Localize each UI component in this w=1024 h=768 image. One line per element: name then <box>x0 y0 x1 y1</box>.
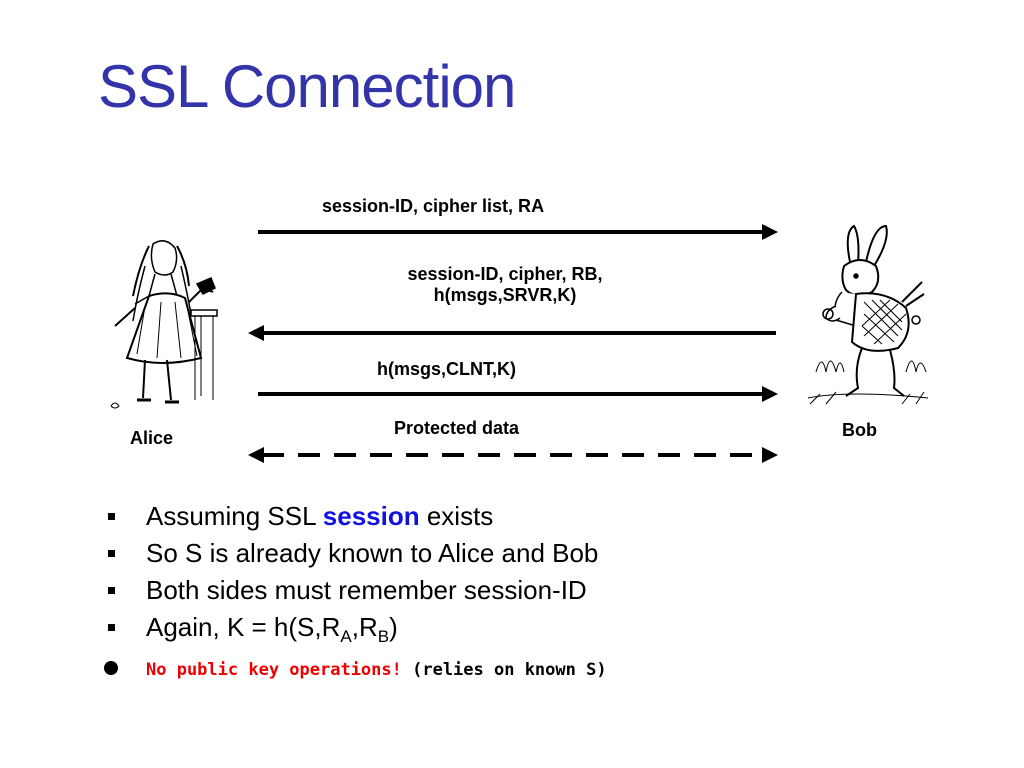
message-label-2-comma: , <box>597 264 603 284</box>
square-bullet-icon <box>108 624 115 631</box>
note-warning-text: No public key operations! <box>146 660 402 680</box>
bullet-1-text-start: Assuming SSL <box>146 501 323 531</box>
note-detail-text: (relies on known S) <box>401 660 607 680</box>
ssl-protocol-diagram: Alice Bob session-ID, cipher list, RA se… <box>110 196 929 463</box>
bullet-4-subscript-a: A <box>340 627 352 646</box>
bullet-item-note: No public key operations! (relies on kno… <box>100 652 980 689</box>
arrows-canvas <box>248 224 778 463</box>
bullet-1-text-end: exists <box>419 501 494 531</box>
message-arrow-1 <box>258 224 778 240</box>
message-label-1: session-ID, cipher list, RA <box>322 196 544 217</box>
rabbit-illustration <box>807 224 929 405</box>
message-label-2: session-ID, cipher, RB, h(msgs,SRVR,K) <box>380 264 630 306</box>
bullet-item-3: Both sides must remember session-ID <box>100 572 980 609</box>
message-label-1-subscript: A <box>531 196 545 216</box>
message-arrow-3 <box>258 386 778 402</box>
bullet-2-text: So S is already known to Alice and Bob <box>146 538 599 568</box>
message-label-3: h(msgs,CLNT,K) <box>377 359 516 379</box>
square-bullet-icon <box>108 587 115 594</box>
message-label-2-subscript: B <box>584 264 598 284</box>
bullet-item-4: Again, K = h(S,RA,RB) <box>100 609 980 646</box>
message-label-4: Protected data <box>394 418 520 438</box>
bullet-item-2: So S is already known to Alice and Bob <box>100 535 980 572</box>
bullet-4-text-start: Again, K = h(S,R <box>146 612 341 642</box>
alice-illustration <box>110 240 218 409</box>
square-bullet-icon <box>108 513 115 520</box>
actor-label-alice: Alice <box>130 428 174 448</box>
message-arrow-4 <box>248 447 778 463</box>
bullet-1-keyword: session <box>322 501 420 531</box>
square-bullet-icon <box>108 550 115 557</box>
bullet-list: Assuming SSL session exists So S is alre… <box>100 498 980 689</box>
message-label-2-text: session-ID, cipher, R <box>407 264 585 284</box>
bullet-3-text: Both sides must remember session-ID <box>146 575 587 605</box>
slide-title: SSL Connection <box>98 53 516 120</box>
bullet-4-text-end: ) <box>389 612 398 642</box>
message-label-2-line2: h(msgs,SRVR,K) <box>433 285 577 305</box>
bullet-item-1: Assuming SSL session exists <box>100 498 980 535</box>
round-bullet-icon <box>104 661 118 675</box>
bullet-4-subscript-b: B <box>377 627 390 646</box>
message-label-1-text: session-ID, cipher list, R <box>322 196 532 216</box>
bullet-4-text-mid: ,R <box>351 612 378 642</box>
actor-label-bob: Bob <box>842 420 877 440</box>
message-arrow-2 <box>248 325 776 341</box>
